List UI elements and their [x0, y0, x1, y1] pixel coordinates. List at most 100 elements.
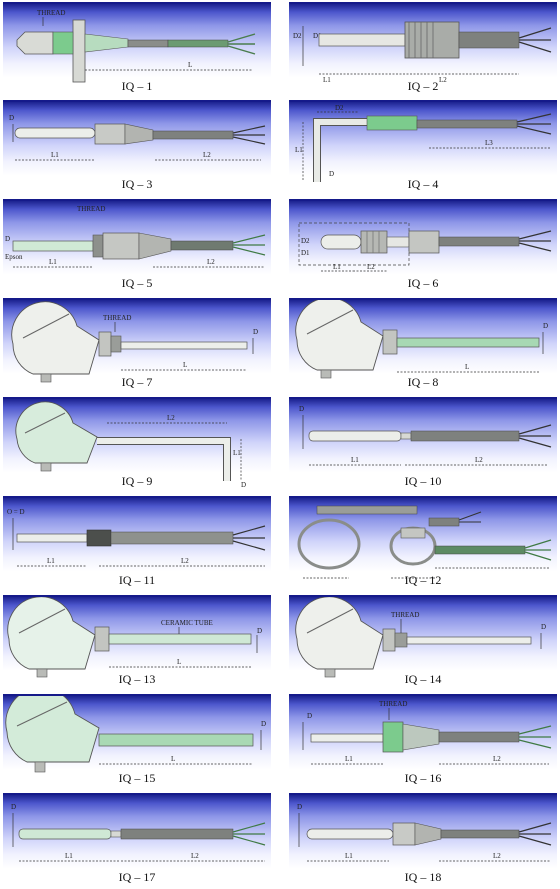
caption-iq-4: IQ – 4: [407, 177, 439, 191]
probe-iq-2-drawing: D2 D1 L1 L2: [293, 21, 552, 84]
tile-iq-7: THREAD D L IQ – 7: [3, 298, 271, 390]
tile-iq-14: THREAD D IQ – 14: [289, 595, 557, 687]
probe-iq-7-drawing: THREAD D L: [11, 301, 258, 383]
svg-text:D: D: [5, 235, 10, 243]
svg-text:L2: L2: [207, 258, 215, 266]
caption-iq-12: IQ – 12: [404, 573, 442, 587]
svg-text:L1: L1: [333, 263, 341, 271]
svg-text:Epson: Epson: [5, 253, 23, 261]
svg-text:L1: L1: [345, 852, 353, 860]
probe-iq-16-drawing: THREAD D L1 L2: [302, 700, 552, 765]
svg-text:D2: D2: [301, 237, 310, 245]
svg-text:L2: L2: [493, 755, 501, 763]
svg-text:L: L: [177, 658, 181, 666]
svg-text:L2: L2: [191, 852, 199, 860]
svg-text:D: D: [307, 712, 312, 720]
svg-text:D1: D1: [313, 32, 322, 40]
svg-text:D2: D2: [293, 32, 302, 40]
svg-text:D: D: [299, 405, 304, 413]
probe-iq-14-drawing: THREAD D: [295, 597, 546, 678]
caption-iq-13: IQ – 13: [118, 672, 156, 686]
caption-iq-16: IQ – 16: [404, 771, 442, 785]
tile-iq-15: D L IQ – 15: [3, 694, 271, 786]
probe-iq-12-drawing: [297, 505, 552, 579]
caption-iq-3: IQ – 3: [121, 177, 153, 191]
probe-iq-9-drawing: L2 L1 D: [15, 401, 246, 489]
caption-iq-9: IQ – 9: [121, 474, 153, 488]
tile-iq-16: THREAD D L1 L2 IQ – 16: [289, 694, 557, 786]
probe-iq-6-drawing: D2 D1 L1 L2: [298, 222, 552, 272]
svg-text:L: L: [188, 61, 192, 69]
tile-iq-3: D L1 L2 IQ – 3: [3, 100, 271, 192]
probe-iq-1-drawing: THREAD L: [16, 9, 256, 83]
probe-iq-17-drawing: D L1 L2: [11, 803, 266, 862]
tile-iq-4: D2 L1 L3 D IQ – 4: [289, 100, 557, 192]
caption-iq-7: IQ – 7: [121, 375, 153, 389]
tile-iq-12: IQ – 12: [289, 496, 557, 588]
svg-text:L1: L1: [233, 449, 241, 457]
tile-iq-2: D2 D1 L1 L2 IQ – 2: [289, 2, 557, 94]
tile-iq-9: L2 L1 D IQ – 9: [3, 397, 271, 489]
caption-iq-14: IQ – 14: [404, 672, 442, 686]
svg-text:L: L: [171, 755, 175, 763]
caption-iq-11: IQ – 11: [118, 573, 156, 587]
svg-text:L2: L2: [439, 76, 447, 84]
svg-text:L2: L2: [203, 151, 211, 159]
caption-iq-2: IQ – 2: [407, 79, 439, 93]
svg-text:THREAD: THREAD: [379, 700, 407, 708]
svg-text:L1: L1: [345, 755, 353, 763]
svg-text:L2: L2: [167, 414, 175, 422]
svg-text:L2: L2: [367, 263, 375, 271]
svg-text:D1: D1: [301, 249, 310, 257]
svg-text:L1: L1: [47, 557, 55, 565]
svg-text:D: D: [297, 803, 302, 811]
tile-iq-1: THREAD L IQ – 1: [3, 2, 271, 94]
svg-text:L1: L1: [323, 76, 331, 84]
probe-iq-5-drawing: THREAD D Epson L1 L2: [5, 205, 266, 268]
svg-text:D: D: [541, 623, 546, 631]
svg-text:L1: L1: [49, 258, 57, 266]
tile-iq-8: D L IQ – 8: [289, 298, 557, 390]
probe-iq-3-drawing: D L1 L2: [9, 114, 266, 161]
probe-iq-15-drawing: D L: [5, 696, 266, 773]
svg-text:D: D: [257, 627, 262, 635]
caption-iq-5: IQ – 5: [121, 276, 153, 290]
svg-text:THREAD: THREAD: [391, 611, 419, 619]
probe-iq-10-drawing: D L1 L2: [299, 405, 552, 466]
caption-iq-1: IQ – 1: [121, 79, 153, 93]
svg-text:D2: D2: [335, 104, 344, 112]
probe-iq-8-drawing: D L: [295, 300, 548, 379]
svg-text:D: D: [11, 803, 16, 811]
svg-text:THREAD: THREAD: [37, 9, 65, 17]
caption-iq-6: IQ – 6: [407, 276, 439, 290]
probe-iq-13-drawing: CERAMIC TUBE D L: [7, 597, 262, 678]
svg-text:THREAD: THREAD: [103, 314, 131, 322]
tile-iq-10: D L1 L2 IQ – 10: [289, 397, 557, 489]
caption-iq-15: IQ – 15: [118, 771, 156, 785]
svg-text:L1: L1: [295, 146, 303, 154]
tile-iq-17: D L1 L2 IQ – 17: [3, 793, 271, 885]
caption-iq-8: IQ – 8: [407, 375, 439, 389]
tile-iq-11: O = D L1 L2 IQ – 11: [3, 496, 271, 588]
svg-text:L2: L2: [493, 852, 501, 860]
caption-iq-10: IQ – 10: [404, 474, 442, 488]
svg-text:L: L: [183, 361, 187, 369]
probe-iq-4-drawing: D2 L1 L3 D: [295, 104, 552, 182]
svg-text:O = D: O = D: [7, 508, 25, 516]
svg-text:CERAMIC TUBE: CERAMIC TUBE: [161, 619, 213, 627]
svg-text:L3: L3: [485, 139, 493, 147]
probe-iq-18-drawing: D L1 L2: [297, 803, 552, 862]
svg-text:L2: L2: [475, 456, 483, 464]
svg-text:D: D: [329, 170, 334, 178]
svg-text:D: D: [543, 322, 548, 330]
caption-iq-18: IQ – 18: [404, 870, 442, 884]
svg-text:L1: L1: [51, 151, 59, 159]
svg-text:L1: L1: [65, 852, 73, 860]
svg-text:D: D: [253, 328, 258, 336]
caption-iq-17: IQ – 17: [118, 870, 156, 884]
svg-text:D: D: [261, 720, 266, 728]
tile-iq-13: CERAMIC TUBE D L IQ – 13: [3, 595, 271, 687]
probe-iq-11-drawing: O = D L1 L2: [7, 508, 266, 567]
svg-text:L2: L2: [181, 557, 189, 565]
